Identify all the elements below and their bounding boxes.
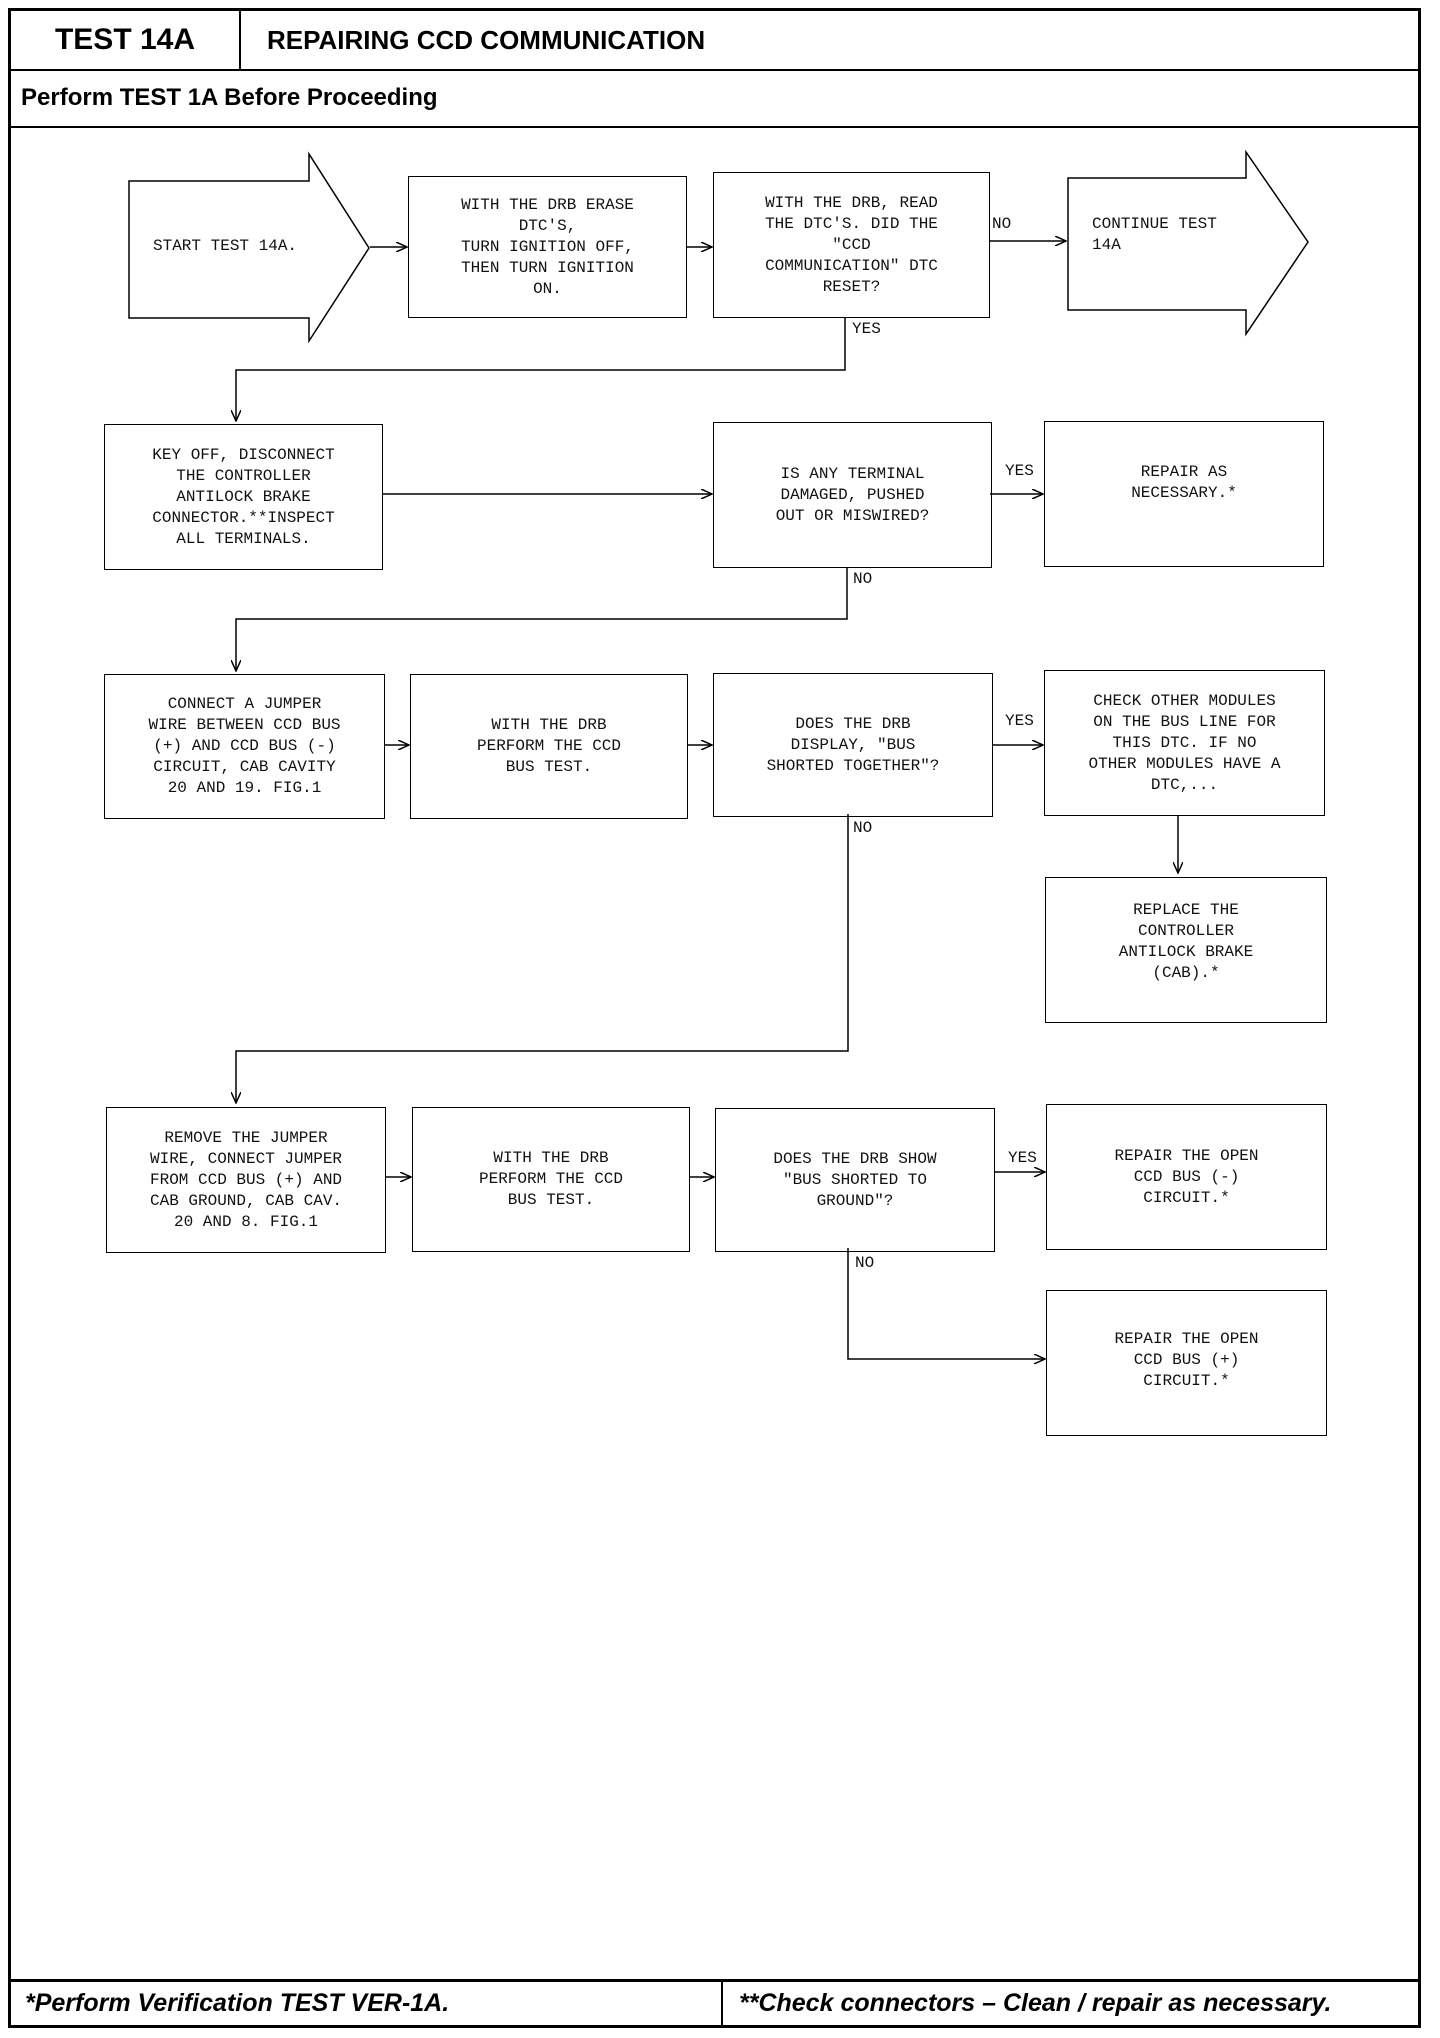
continue-block-arrow (1067, 149, 1309, 337)
yes-label: YES (852, 320, 881, 338)
continue-step: CONTINUE TEST 14A (1092, 215, 1217, 254)
prerequisite-note: Perform TEST 1A Before Proceeding (11, 71, 1418, 128)
start-block-arrow (128, 151, 370, 344)
header-bar: TEST 14A REPAIRING CCD COMMUNICATION (11, 11, 1418, 71)
erase-dtc-step: WITH THE DRB ERASE DTC'S, TURN IGNITION … (408, 176, 687, 318)
test-title: REPAIRING CCD COMMUNICATION (267, 25, 706, 55)
no-label: NO (853, 819, 873, 837)
no-label: NO (853, 570, 873, 588)
repair-bus-minus-step: REPAIR THE OPEN CCD BUS (-) CIRCUIT.* (1046, 1104, 1327, 1250)
shorted-together-decision: DOES THE DRB DISPLAY, "BUS SHORTED TOGET… (713, 673, 993, 817)
start-step: START TEST 14A. (153, 237, 298, 255)
test-number: TEST 14A (11, 11, 241, 69)
yes-label: YES (1008, 1149, 1037, 1167)
terminal-damaged-decision: IS ANY TERMINAL DAMAGED, PUSHED OUT OR M… (713, 422, 992, 568)
replace-cab-step: REPLACE THE CONTROLLER ANTILOCK BRAKE (C… (1045, 877, 1327, 1023)
repair-as-necessary-step: REPAIR AS NECESSARY.* (1044, 421, 1324, 567)
footer-bar: *Perform Verification TEST VER-1A. **Che… (11, 1979, 1418, 2025)
key-off-step: KEY OFF, DISCONNECT THE CONTROLLER ANTIL… (104, 424, 383, 570)
no-label: NO (855, 1254, 875, 1272)
footnote-connectors: **Check connectors – Clean / repair as n… (739, 1989, 1332, 2017)
shorted-to-ground-decision: DOES THE DRB SHOW "BUS SHORTED TO GROUND… (715, 1108, 995, 1252)
yes-label: YES (1005, 462, 1034, 480)
repair-bus-plus-step: REPAIR THE OPEN CCD BUS (+) CIRCUIT.* (1046, 1290, 1327, 1436)
footnote-verification: *Perform Verification TEST VER-1A. (11, 1982, 723, 2025)
read-dtc-decision: WITH THE DRB, READ THE DTC'S. DID THE "C… (713, 172, 990, 318)
bus-test-step-1: WITH THE DRB PERFORM THE CCD BUS TEST. (410, 674, 688, 819)
bus-test-step-2: WITH THE DRB PERFORM THE CCD BUS TEST. (412, 1107, 690, 1252)
diagnostic-page: TEST 14A REPAIRING CCD COMMUNICATION Per… (8, 8, 1421, 2028)
remove-jumper-step: REMOVE THE JUMPER WIRE, CONNECT JUMPER F… (106, 1107, 386, 1253)
no-label: NO (992, 215, 1012, 233)
check-other-modules-step: CHECK OTHER MODULES ON THE BUS LINE FOR … (1044, 670, 1325, 816)
yes-label: YES (1005, 712, 1034, 730)
connect-jumper-step: CONNECT A JUMPER WIRE BETWEEN CCD BUS (+… (104, 674, 385, 819)
